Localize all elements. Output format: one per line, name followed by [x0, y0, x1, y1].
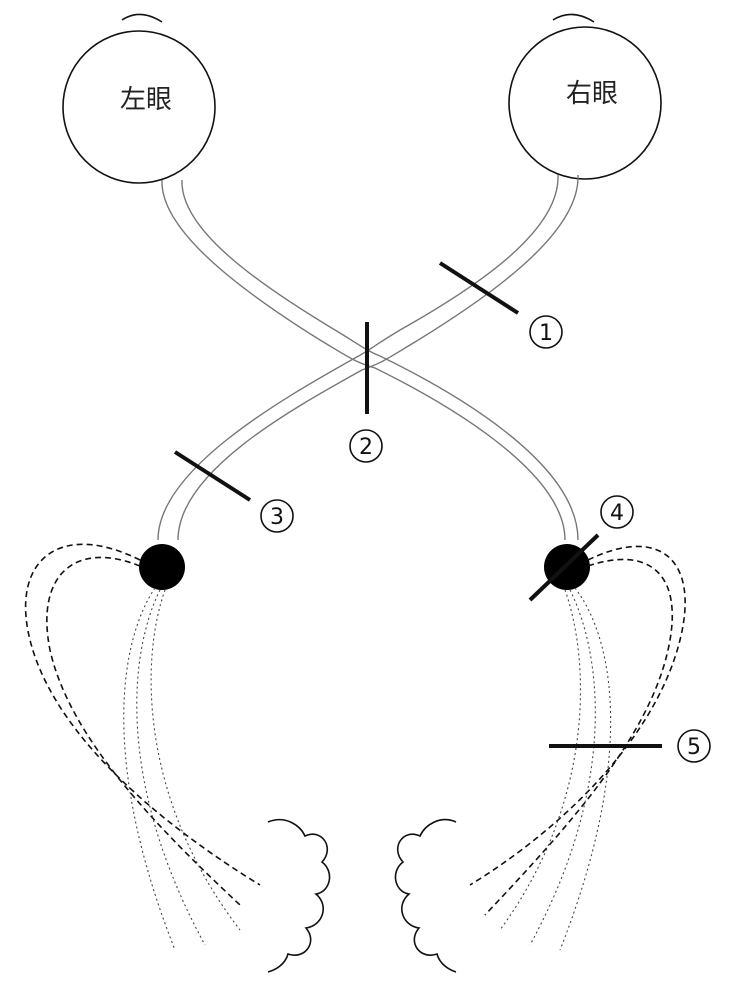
- marker-4-label: 4: [610, 501, 624, 526]
- left-visual-cortex: [267, 818, 331, 973]
- marker-4: 4: [600, 495, 634, 529]
- marker-2-label: 2: [359, 435, 373, 460]
- left-radiation-dotted-2: [136, 589, 206, 946]
- marker-5: 5: [677, 729, 711, 763]
- marker-1: 1: [529, 315, 563, 349]
- right-radiation-dashed-1: [469, 545, 686, 886]
- marker-1-label: 1: [539, 321, 553, 346]
- marker-3: 3: [260, 499, 294, 533]
- lesion-line-3: [173, 450, 252, 502]
- right-nerve-inner: [177, 174, 579, 541]
- left-eye-lid: [121, 13, 163, 23]
- marker-3-label: 3: [270, 505, 284, 530]
- left-nerve-outer: [161, 179, 566, 541]
- marker-1-circle: [529, 315, 563, 349]
- left-eye-label: 左眼: [120, 85, 172, 115]
- right-eye-globe: [508, 26, 662, 180]
- right-eye: 右眼: [508, 13, 662, 180]
- right-nerve-outer: [157, 174, 559, 541]
- right-eye-lid: [552, 13, 595, 23]
- right-visual-cortex: [394, 818, 457, 973]
- lesion-line-1: [438, 261, 520, 315]
- left-eye-globe: [62, 30, 216, 184]
- left-radiation-dotted-1: [123, 587, 176, 951]
- left-lgn: [139, 544, 185, 590]
- right-radiation-dotted-1: [559, 587, 612, 951]
- left-radiation-dashed-1: [24, 543, 261, 886]
- left-radiation-dashed-2: [46, 556, 241, 906]
- left-nerve-inner: [181, 179, 579, 541]
- right-optic-radiation: [469, 545, 686, 951]
- left-radiation-dotted-3: [150, 589, 241, 931]
- right-radiation-dashed-2: [484, 558, 673, 916]
- marker-4-circle: [600, 495, 634, 529]
- right-radiation-dotted-3: [499, 589, 582, 931]
- marker-5-label: 5: [687, 735, 701, 760]
- right-eye-label: 右眼: [566, 79, 618, 109]
- left-eye: 左眼: [62, 13, 216, 184]
- marker-3-circle: [260, 499, 294, 533]
- marker-2-circle: [349, 429, 383, 463]
- marker-2: 2: [349, 429, 383, 463]
- left-optic-radiation: [24, 543, 261, 951]
- lesion-line-4: [528, 533, 600, 602]
- right-radiation-dotted-2: [529, 589, 596, 946]
- marker-5-circle: [677, 729, 711, 763]
